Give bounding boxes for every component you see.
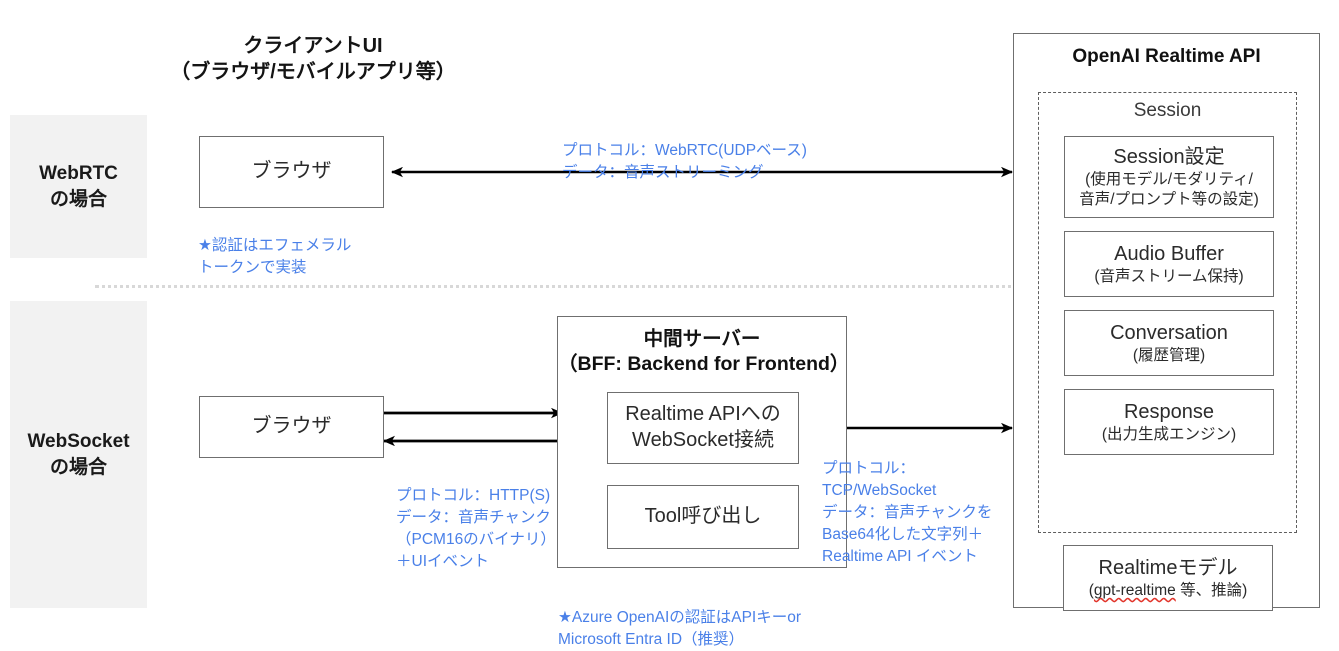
section-divider [95, 285, 1025, 288]
node-conversation[interactable]: Conversation (履歴管理) [1064, 310, 1274, 376]
node-realtime-ws-connection[interactable]: Realtime APIへの WebSocket接続 [607, 392, 799, 464]
node-session-settings[interactable]: Session設定 (使用モデル/モダリティ/ 音声/プロンプト等の設定) [1064, 136, 1274, 218]
panel-intermediate-server-title: 中間サーバー （BFF: Backend for Frontend） [558, 328, 850, 376]
label-server-protocol: プロトコル： TCP/WebSocket データ：音声チャンクを Base64化… [822, 436, 1022, 568]
label-client-protocol: プロトコル：HTTP(S) データ：音声チャンク （PCM16のバイナリ） ＋U… [396, 463, 591, 573]
node-realtime-ws-connection-line1: Realtime APIへの [625, 403, 781, 426]
node-conversation-sub: (履歴管理) [1132, 347, 1206, 365]
label-client-protocol-text: プロトコル：HTTP(S) データ：音声チャンク （PCM16のバイナリ） ＋U… [396, 487, 556, 570]
mode-band-webrtc-label: WebRTC の場合 [39, 162, 118, 210]
node-audio-buffer-sub: (音声ストリーム保持) [1094, 268, 1244, 286]
group-session-title: Session [1133, 100, 1202, 121]
node-audio-buffer-title: Audio Buffer [1114, 242, 1224, 265]
node-realtime-model-code: gpt-realtime [1093, 582, 1176, 600]
node-response[interactable]: Response (出力生成エンジン) [1064, 389, 1274, 455]
label-webrtc-protocol-text: プロトコル：WebRTC(UDPベース) データ：音声ストリーミング [562, 142, 807, 181]
note-webrtc-auth: ★認証はエフェメラル トークンで実装 [198, 213, 428, 279]
label-server-protocol-text: プロトコル： TCP/WebSocket データ：音声チャンクを Base64化… [822, 460, 993, 565]
label-webrtc-protocol: プロトコル：WebRTC(UDPベース) データ：音声ストリーミング [562, 118, 892, 184]
node-session-settings-title: Session設定 [1113, 145, 1225, 168]
client-ui-title-text: クライアントUI （ブラウザ/モバイルアプリ等） [170, 35, 456, 84]
panel-openai-realtime-api: OpenAI Realtime API Session Session設定 (使… [1013, 33, 1320, 611]
panel-openai-realtime-api-title: OpenAI Realtime API [1072, 46, 1261, 67]
node-browser-webrtc-label: ブラウザ [251, 160, 332, 183]
node-realtime-ws-connection-line2: WebSocket接続 [632, 429, 774, 451]
node-browser-websocket[interactable]: ブラウザ [199, 396, 384, 458]
node-tool-call-label: Tool呼び出し [644, 505, 762, 528]
node-conversation-title: Conversation [1110, 321, 1228, 344]
mode-band-websocket-label: WebSocket の場合 [27, 430, 130, 478]
node-realtime-model-sub: (gpt-realtime 等、推論) [1089, 581, 1247, 600]
page-title-client-ui: クライアントUI （ブラウザ/モバイルアプリ等） [148, 33, 478, 86]
mode-band-webrtc: WebRTC の場合 [10, 115, 147, 258]
node-audio-buffer[interactable]: Audio Buffer (音声ストリーム保持) [1064, 231, 1274, 297]
note-webrtc-auth-text: ★認証はエフェメラル トークンで実装 [198, 237, 352, 276]
mode-band-websocket: WebSocket の場合 [10, 301, 147, 608]
node-session-settings-sub: (使用モデル/モダリティ/ 音声/プロンプト等の設定) [1079, 171, 1259, 208]
note-azure-auth-text: ★Azure OpenAIの認証はAPIキーor Microsoft Entra… [558, 609, 802, 648]
group-session: Session Session設定 (使用モデル/モダリティ/ 音声/プロンプト… [1038, 92, 1297, 533]
node-realtime-model-sub-open: ( [1088, 582, 1094, 600]
node-realtime-model-sub-rest: 等、推論) [1175, 582, 1248, 600]
node-browser-websocket-label: ブラウザ [251, 415, 332, 438]
note-azure-auth: ★Azure OpenAIの認証はAPIキーor Microsoft Entra… [558, 585, 898, 651]
node-response-sub: (出力生成エンジン) [1101, 426, 1237, 444]
node-tool-call[interactable]: Tool呼び出し [607, 485, 799, 549]
panel-intermediate-server: 中間サーバー （BFF: Backend for Frontend） Realt… [557, 316, 850, 568]
node-browser-webrtc[interactable]: ブラウザ [199, 136, 384, 208]
node-response-title: Response [1123, 400, 1215, 423]
node-realtime-model-title: Realtimeモデル [1098, 556, 1238, 579]
node-realtime-model[interactable]: Realtimeモデル (gpt-realtime 等、推論) [1063, 545, 1273, 611]
